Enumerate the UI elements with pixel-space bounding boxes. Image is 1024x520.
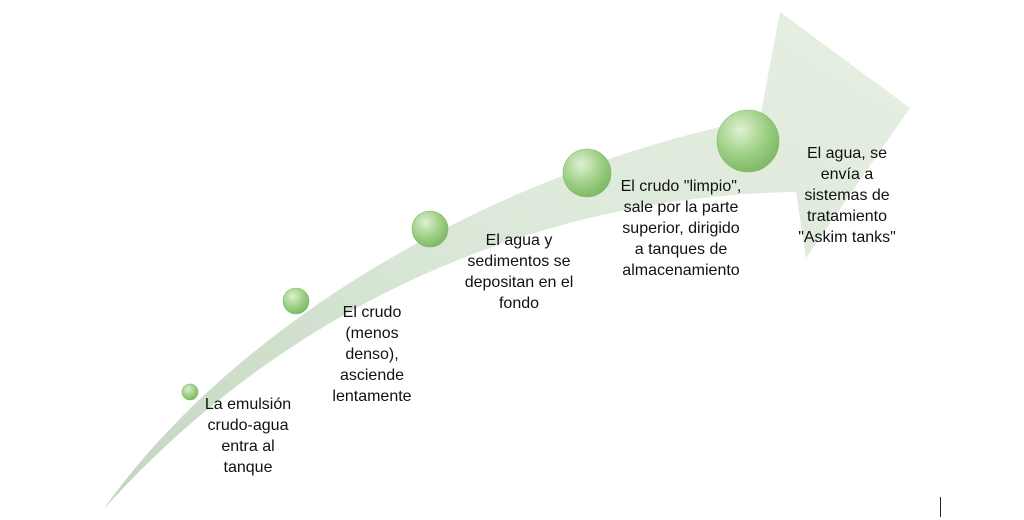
step-4-bubble <box>562 148 612 198</box>
step-2-text: El crudo (menos denso), asciende lentame… <box>332 304 412 405</box>
text-cursor <box>940 497 941 517</box>
step-3-text: El agua y sedimentos se depositan en el … <box>464 232 574 312</box>
step-5-text: El agua, se envía a sistemas de tratamie… <box>798 145 896 246</box>
step-5-bubble <box>716 109 780 173</box>
arrow-body <box>103 12 910 510</box>
step-2-bubble <box>282 287 310 315</box>
step-1-bubble <box>181 383 199 401</box>
step-3-bubble <box>411 210 449 248</box>
step-1-text: La emulsión crudo-agua entra al tanque <box>204 396 292 476</box>
step-4-text: El crudo "limpio", sale por la parte sup… <box>620 178 742 279</box>
step-bubbles <box>181 109 780 401</box>
